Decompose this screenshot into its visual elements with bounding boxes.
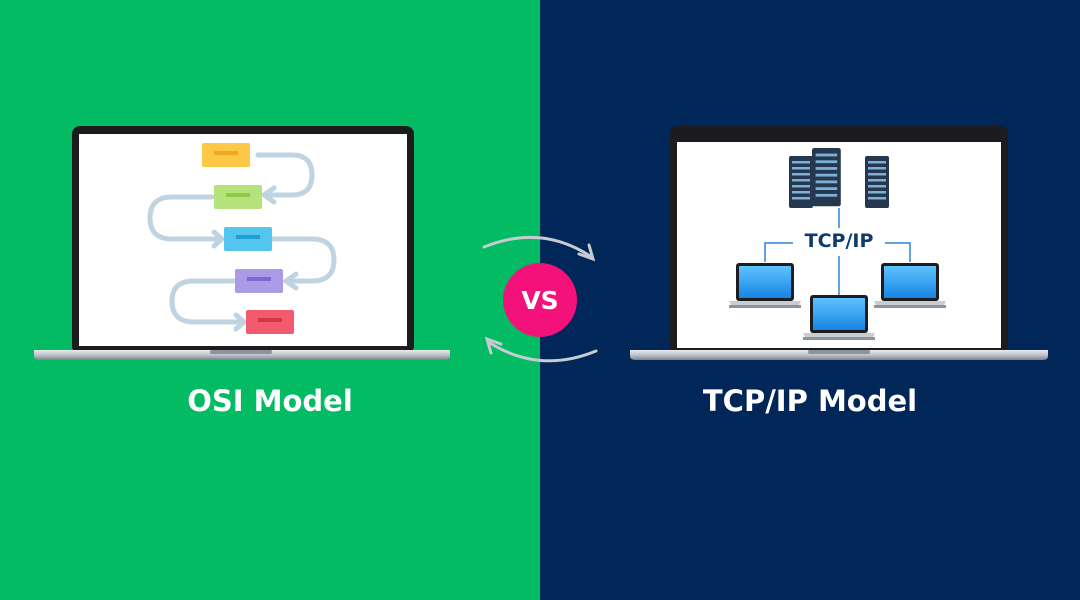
exchange-arrows-icon	[482, 235, 598, 363]
server-icon	[789, 148, 889, 208]
tcpip-model-caption: TCP/IP Model	[702, 384, 918, 418]
client-laptop-icon	[803, 295, 875, 340]
client-laptop-icon	[729, 263, 801, 308]
osi-layers-diagram	[147, 152, 337, 332]
tcpip-diagram-label: TCP/IP	[804, 230, 874, 252]
flow-arrow-icon	[255, 152, 315, 198]
vs-badge: VS	[503, 263, 577, 337]
arrowhead-icon	[259, 185, 277, 205]
client-laptop-icon	[874, 263, 946, 308]
network-diagram	[729, 148, 946, 340]
osi-model-caption: OSI Model	[187, 384, 353, 418]
osi-layer-blocks	[202, 143, 294, 334]
